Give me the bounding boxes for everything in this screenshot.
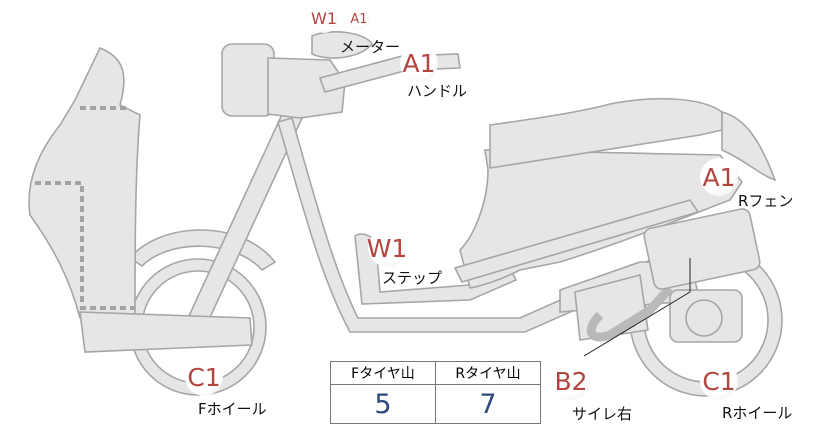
damage-label: メーター	[340, 38, 401, 56]
damage-label: Rフェン	[738, 192, 794, 210]
rear-fender-tail	[721, 110, 777, 182]
tire-tread-table: Fタイヤ山 Rタイヤ山 5 7	[330, 361, 541, 424]
damage-badge: C1	[185, 358, 223, 396]
damage-badge: A1	[700, 158, 738, 196]
table-header-front: Fタイヤ山	[330, 361, 436, 385]
head-cowl	[267, 57, 346, 119]
front-tread-value: 5	[330, 384, 436, 424]
damage-badge: A1	[400, 44, 438, 82]
shield-dashed-outline	[35, 106, 135, 310]
damage-badge: C1	[700, 362, 738, 400]
damage-label: ステップ	[382, 269, 443, 287]
damage-badge: A1	[348, 8, 370, 30]
table-header-row: Fタイヤ山 Rタイヤ山	[330, 361, 541, 385]
damage-label: ハンドル	[407, 82, 468, 100]
damage-label: Fホイール	[198, 400, 267, 418]
table-header-rear: Rタイヤ山	[435, 361, 541, 385]
damage-label: Rホイール	[722, 404, 793, 422]
damage-badge: W1	[367, 229, 407, 267]
rear-frame-rail	[453, 199, 700, 283]
rear-tread-value: 7	[435, 384, 541, 424]
seat	[489, 98, 723, 169]
headlight	[221, 43, 275, 117]
rear-hub	[685, 299, 723, 337]
damage-badge: B2	[552, 362, 590, 400]
damage-badge: W1	[310, 5, 338, 33]
front-lower-panel	[79, 311, 253, 353]
damage-label: サイレ右	[572, 405, 633, 423]
table-row: 5 7	[330, 384, 541, 424]
meter	[311, 31, 373, 59]
